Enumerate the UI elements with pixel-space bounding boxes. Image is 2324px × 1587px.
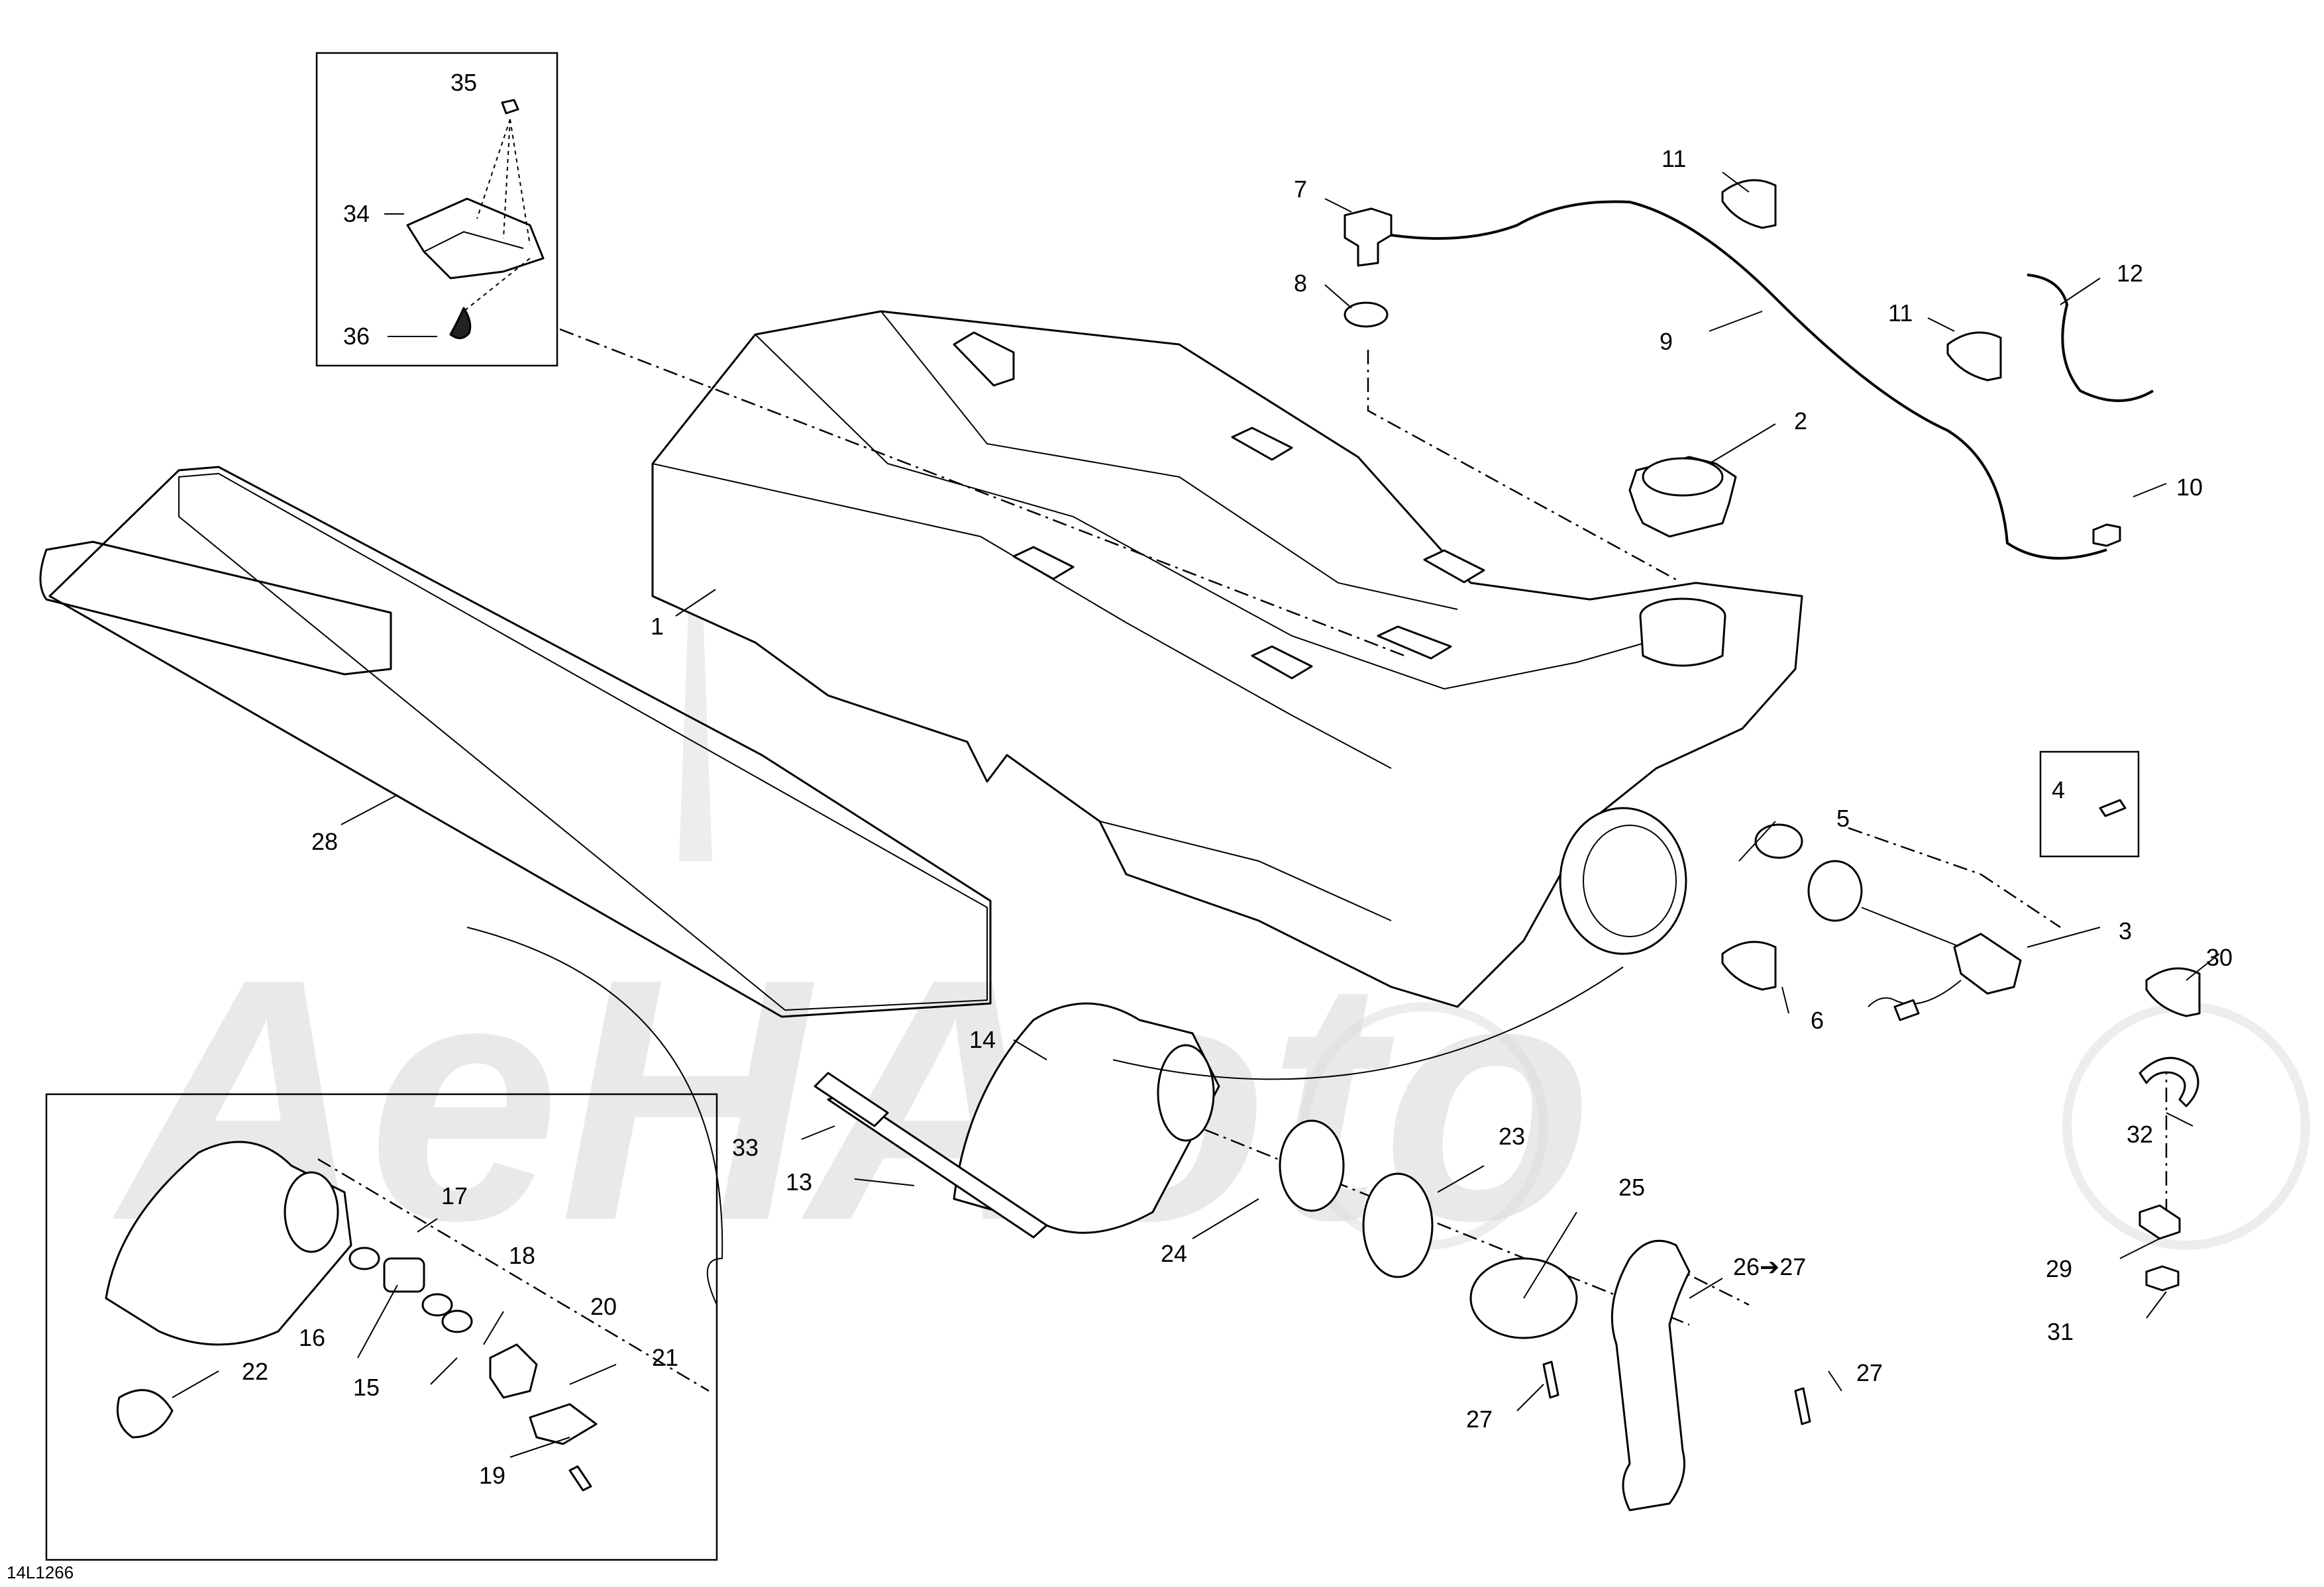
callout-11a: 11	[1662, 145, 1686, 172]
callout-20: 20	[590, 1293, 617, 1320]
callout-19: 19	[479, 1462, 505, 1489]
callout-3: 3	[2119, 917, 2132, 945]
callout-18: 18	[509, 1242, 535, 1269]
callout-28: 28	[311, 828, 338, 855]
clamp-11b	[1946, 331, 2002, 382]
callout-7: 7	[1294, 176, 1307, 203]
pump-flange	[1157, 1044, 1215, 1142]
hose-32	[2139, 1056, 2199, 1107]
callout-5: 5	[1836, 805, 1850, 832]
oring-18	[421, 1293, 453, 1317]
fuse-4	[2099, 799, 2127, 817]
gasket-22	[117, 1389, 174, 1439]
plate-21	[529, 1403, 598, 1445]
callout-leaders	[172, 172, 2220, 1458]
callout-23: 23	[1499, 1123, 1525, 1150]
elbow-26	[1611, 1239, 1691, 1511]
callout-9: 9	[1660, 328, 1673, 355]
callout-10: 10	[2176, 474, 2203, 501]
clamp-6	[1721, 941, 1777, 991]
callout-36: 36	[343, 323, 370, 350]
bracket-plate	[406, 197, 545, 280]
screw-35	[501, 99, 519, 115]
connector-10	[2092, 523, 2121, 547]
clip-27b	[1794, 1387, 1811, 1425]
spring-33	[814, 1072, 889, 1127]
callout-21: 21	[652, 1344, 678, 1371]
sensor-3	[1953, 933, 2022, 995]
callout-29: 29	[2046, 1255, 2072, 1282]
fuel-pump-assembly	[814, 1002, 1811, 1511]
callout-30: 30	[2206, 944, 2233, 971]
bolt-31	[2145, 1265, 2180, 1292]
callout-35: 35	[450, 69, 477, 96]
vent-system	[1344, 179, 2154, 560]
nut-29	[2139, 1204, 2181, 1240]
callout-labels: 1 2 3 4 5 6 7 8 9 10 11 11 12 13 14 15 1…	[242, 69, 2233, 1489]
tank-pad-28	[39, 466, 992, 1018]
callout-26-to-27: 26➔27	[1733, 1253, 1806, 1280]
float	[1807, 860, 1863, 922]
callout-6: 6	[1811, 1007, 1824, 1034]
nut-23	[1362, 1172, 1434, 1278]
callout-25: 25	[1618, 1174, 1645, 1201]
regulator-20	[489, 1343, 538, 1399]
callout-32: 32	[2127, 1121, 2153, 1148]
callout-34: 34	[343, 200, 370, 227]
drop-36	[449, 307, 472, 339]
clamp-11a	[1721, 179, 1777, 229]
fuel-cap-2	[1628, 456, 1737, 538]
oring-15	[441, 1309, 473, 1333]
bracket-detail-box	[315, 52, 558, 367]
pump-opening	[1559, 807, 1687, 955]
callout-8: 8	[1294, 270, 1307, 297]
drawing-code: 14L1266	[7, 1562, 74, 1582]
fuel-tank-1	[651, 310, 1803, 1008]
callout-22: 22	[242, 1358, 268, 1385]
callout-27a: 27	[1466, 1406, 1493, 1433]
sensor-group	[1721, 750, 2201, 1292]
callout-15: 15	[353, 1374, 380, 1401]
callout-27b: 27	[1856, 1359, 1883, 1386]
pump-detail-box	[45, 1093, 718, 1561]
callout-17: 17	[441, 1182, 468, 1209]
grommet-8	[1344, 301, 1389, 328]
valve-7	[1344, 207, 1393, 267]
callout-11b: 11	[1888, 299, 1913, 327]
callout-1: 1	[651, 613, 664, 640]
grommet-5	[1754, 823, 1803, 859]
callout-12: 12	[2117, 260, 2143, 287]
filter-16	[383, 1257, 425, 1293]
callout-13: 13	[786, 1168, 812, 1196]
callout-33: 33	[732, 1134, 759, 1161]
pump-14	[953, 1002, 1220, 1234]
callout-2: 2	[1794, 407, 1807, 435]
oring-24	[1279, 1119, 1345, 1212]
assembly-lines	[317, 328, 2168, 1392]
screw-19	[568, 1465, 592, 1492]
callout-4: 4	[2052, 776, 2065, 803]
clip-27a	[1542, 1360, 1559, 1399]
oring-17	[348, 1247, 380, 1270]
callout-31: 31	[2047, 1318, 2074, 1345]
callout-24: 24	[1161, 1240, 1187, 1267]
callout-14: 14	[969, 1026, 996, 1053]
callout-16: 16	[299, 1324, 325, 1351]
